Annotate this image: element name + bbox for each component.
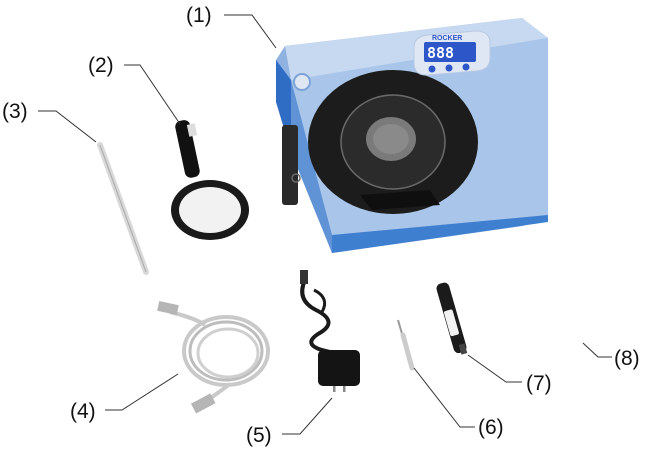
callout-2: (2) <box>88 54 114 77</box>
brand-label: ROCKER <box>432 35 462 42</box>
magnifying-glass-icon <box>171 120 249 240</box>
callout-1: (1) <box>186 4 212 27</box>
marker-pen-icon <box>436 282 468 355</box>
callout-3: (3) <box>2 100 28 123</box>
callout-4: (4) <box>70 400 96 423</box>
power-adapter-icon <box>300 270 360 392</box>
display-panel: 888 ROCKER <box>413 30 491 76</box>
usb-cable-icon <box>157 301 270 414</box>
stirring-rod-icon <box>97 142 149 275</box>
leader-lines <box>38 14 612 435</box>
callout-5: (5) <box>246 424 272 447</box>
display-readout: 888 <box>427 44 454 62</box>
callout-8: (8) <box>614 347 640 370</box>
temperature-probe-icon <box>397 319 415 371</box>
callout-7: (7) <box>526 372 552 395</box>
callout-6: (6) <box>478 416 504 439</box>
stirrer-hotplate-icon: 888 ROCKER <box>276 18 548 253</box>
